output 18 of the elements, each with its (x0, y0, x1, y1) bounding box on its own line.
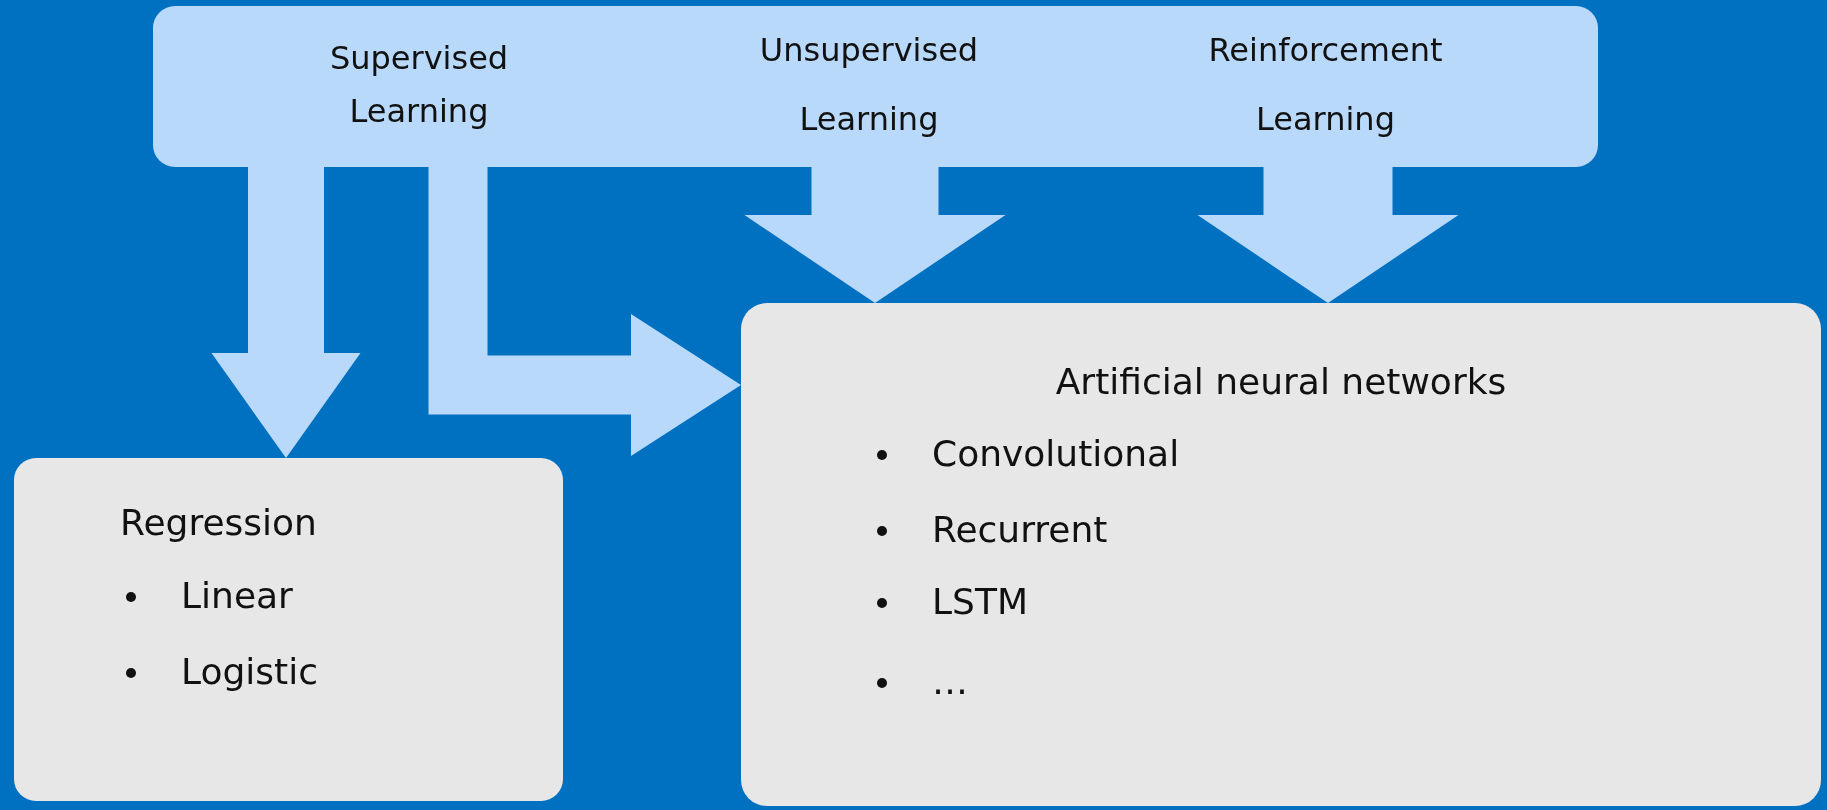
category-label: Reinforcement Learning (1207, 30, 1444, 140)
bullet-item: Recurrent (932, 508, 1108, 552)
block-arrow (744, 167, 1006, 303)
category-band (153, 6, 1598, 167)
content-box (14, 458, 563, 801)
block-arrow (428, 167, 741, 456)
category-label: Supervised Learning (328, 38, 510, 132)
bullet-item: LSTM (932, 580, 1028, 624)
bullet-item: Linear (181, 574, 293, 618)
box-heading: Artificial neural networks (1054, 360, 1508, 404)
category-label: Unsupervised Learning (758, 30, 980, 140)
bullet-item: Logistic (181, 650, 318, 694)
content-box (741, 303, 1821, 806)
block-arrow (211, 167, 361, 458)
bullet-item: Convolutional (932, 432, 1180, 476)
block-arrow (1197, 167, 1459, 303)
bullet-item: … (932, 660, 968, 704)
box-heading: Regression (120, 501, 318, 545)
